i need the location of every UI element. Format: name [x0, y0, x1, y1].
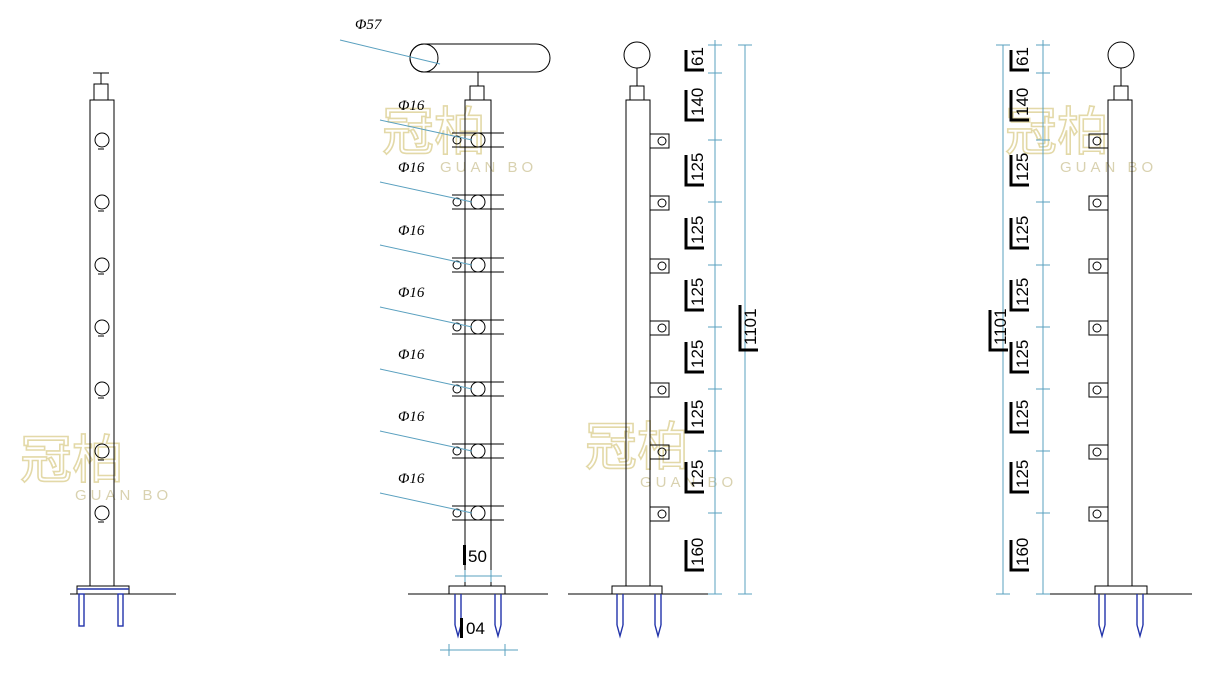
dim-ticks-right [1036, 44, 1050, 595]
dim-spacing: 125 [1013, 340, 1032, 368]
dim-spacing: 125 [1013, 400, 1032, 428]
dim-spacing: 125 [688, 400, 707, 428]
post-view-labeled: Φ57 [339, 17, 551, 656]
dim-spacing: 125 [688, 340, 707, 368]
watermark-en: GUAN BO [440, 159, 537, 176]
watermark-en: GUAN BO [75, 487, 172, 504]
post-holes [94, 132, 110, 523]
rod-clamps [649, 133, 670, 522]
rod-diameter-label: Φ16 [398, 347, 425, 363]
post-view-side: 61 140 125 125 125 125 125 125 160 1101 [568, 40, 760, 639]
dim-total-height: 1101 [741, 308, 760, 345]
rod-diameter-label: Φ16 [398, 471, 425, 487]
dim-top-segment: 61 [1013, 47, 1032, 66]
dim-spacing: 125 [688, 153, 707, 181]
dim-spacing: 125 [688, 216, 707, 244]
rod-clamps-right [1088, 133, 1109, 522]
dim-bottom-segment: 160 [1013, 538, 1032, 566]
base-width-dimension: 04 [466, 619, 485, 638]
dim-spacing: 125 [1013, 216, 1032, 244]
dim-spacing: 125 [1013, 460, 1032, 488]
watermark-3: 冠柏 GUAN BO [584, 417, 733, 491]
rod-labels: Φ16 Φ16 Φ16 Φ16 Φ16 Φ16 Φ16 [379, 98, 473, 514]
post-view-right: 61 140 125 125 125 125 125 125 160 1101 [988, 40, 1192, 639]
rod-diameter-label: Φ16 [398, 160, 425, 176]
dim-spacing: 125 [1013, 278, 1032, 306]
handrail-diameter-label: Φ57 [355, 17, 383, 33]
rod-diameter-label: Φ16 [398, 223, 425, 239]
dim-labels: 61 140 125 125 125 125 125 125 160 [684, 47, 707, 572]
rod-diameter-label: Φ16 [398, 98, 425, 114]
dim-ticks [708, 44, 722, 595]
watermark-cn: 冠柏 [585, 418, 689, 478]
watermark-en: GUAN BO [1060, 159, 1157, 176]
rod-diameter-label: Φ16 [398, 285, 425, 301]
rod-diameter-label: Φ16 [398, 409, 425, 425]
watermark-1: 冠柏 GUAN BO [19, 430, 172, 504]
dim-spacing: 125 [688, 278, 707, 306]
watermark-cn: 冠柏 [20, 431, 124, 491]
dim-spacing: 125 [1013, 153, 1032, 181]
dim-total-height: 1101 [991, 308, 1010, 345]
dim-second-segment: 140 [1013, 88, 1032, 116]
watermark-cn: 冠柏 [1005, 103, 1109, 163]
rods [452, 132, 504, 521]
dim-top-segment: 61 [688, 47, 707, 66]
post-view-front [70, 72, 176, 627]
post-width-dimension: 50 [468, 547, 487, 566]
dim-bottom-segment: 160 [688, 538, 707, 566]
watermark-4: 冠柏 GUAN BO [1004, 102, 1157, 176]
dim-spacing: 125 [688, 460, 707, 488]
dim-labels-right: 61 140 125 125 125 125 125 125 160 1101 [988, 47, 1032, 572]
dim-second-segment: 140 [688, 88, 707, 116]
